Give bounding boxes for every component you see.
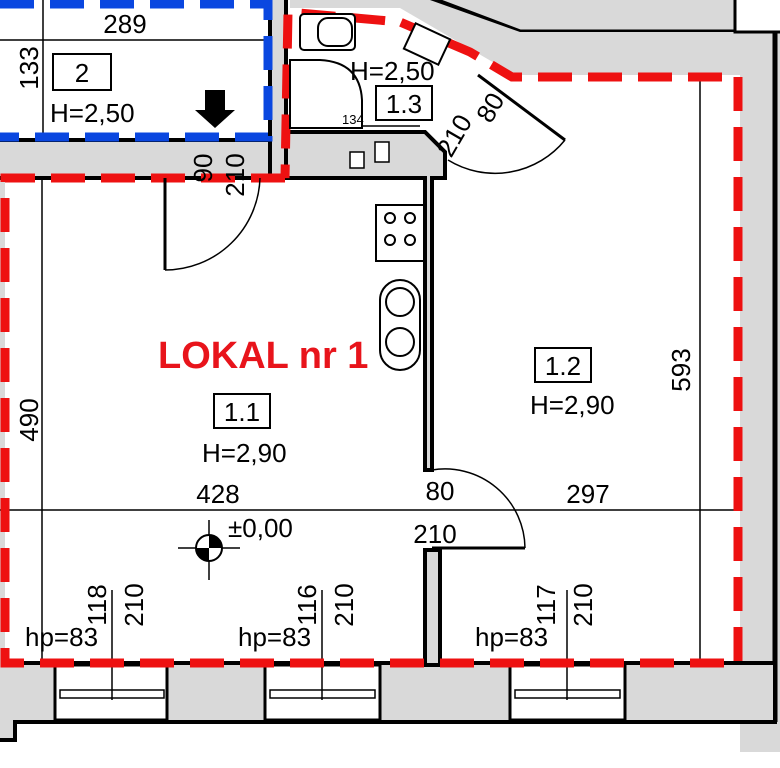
room-1-1-number: 1.1 — [224, 397, 260, 427]
dimension-lines — [0, 0, 738, 700]
vent-icon — [349, 151, 365, 169]
room-1-3-number: 1.3 — [386, 89, 422, 119]
room-2-height: H=2,50 — [50, 98, 135, 128]
room-1-1-height: H=2,90 — [202, 438, 287, 468]
door-1-height: 210 — [220, 153, 250, 196]
window-1-height: 210 — [119, 583, 149, 626]
walls — [0, 0, 780, 752]
washbasin-icon — [402, 21, 452, 67]
dim-room1-2-width: 297 — [566, 479, 609, 509]
dim-room2-width: 289 — [103, 9, 146, 39]
window-1[interactable] — [53, 663, 169, 722]
window-3-sill: hp=83 — [475, 622, 548, 652]
room-1-2-number: 1.2 — [545, 351, 581, 381]
vent-icon — [374, 141, 390, 163]
wall-top-right-fill — [442, 0, 780, 32]
dim-room1-1-depth: 490 — [14, 398, 44, 441]
sink-icon — [379, 279, 421, 371]
window-1-sill: hp=83 — [25, 622, 98, 652]
level-label: ±0,00 — [228, 513, 293, 543]
wall-partition-lower — [423, 548, 442, 667]
shower-icon — [289, 59, 363, 129]
window-2-height: 210 — [329, 583, 359, 626]
dim-room1-1-width: 428 — [196, 479, 239, 509]
wall-corner-box — [733, 0, 780, 34]
window-3-width: 117 — [531, 584, 561, 625]
kitchen-fixtures — [375, 204, 425, 371]
windows — [53, 663, 627, 722]
room-1-3-height: H=2,50 — [350, 56, 435, 86]
window-3-height: 210 — [568, 583, 598, 626]
unit-1-boundary — [0, 7, 743, 668]
unit-2-boundary — [0, 0, 273, 142]
door-bathroom[interactable] — [447, 73, 566, 174]
door-3-height: 210 — [413, 519, 456, 549]
wall-top-band — [290, 0, 745, 75]
stove-icon — [375, 204, 425, 262]
room-2-number: 2 — [75, 58, 89, 88]
room-1-2-height: H=2,90 — [530, 390, 615, 420]
dim-room2-depth: 133 — [14, 46, 44, 89]
dim-bath-width: 134 — [342, 112, 364, 127]
window-2-width: 116 — [292, 584, 322, 625]
doors — [163, 73, 566, 550]
toilet-icon — [299, 13, 356, 51]
door-3-width: 80 — [426, 476, 455, 506]
wall-bath — [283, 130, 447, 472]
door-entrance[interactable] — [163, 177, 261, 271]
window-2-sill: hp=83 — [238, 622, 311, 652]
bathroom-fixtures — [289, 13, 452, 169]
window-1-width: 118 — [82, 584, 112, 625]
entrance-arrow-icon — [195, 90, 235, 128]
door-1-width: 90 — [188, 154, 218, 183]
dim-room1-2-depth: 593 — [666, 348, 696, 391]
unit-title: LOKAL nr 1 — [158, 335, 368, 377]
door-room-1-2[interactable] — [431, 468, 526, 550]
level-marker: ±0,00 — [178, 513, 293, 580]
